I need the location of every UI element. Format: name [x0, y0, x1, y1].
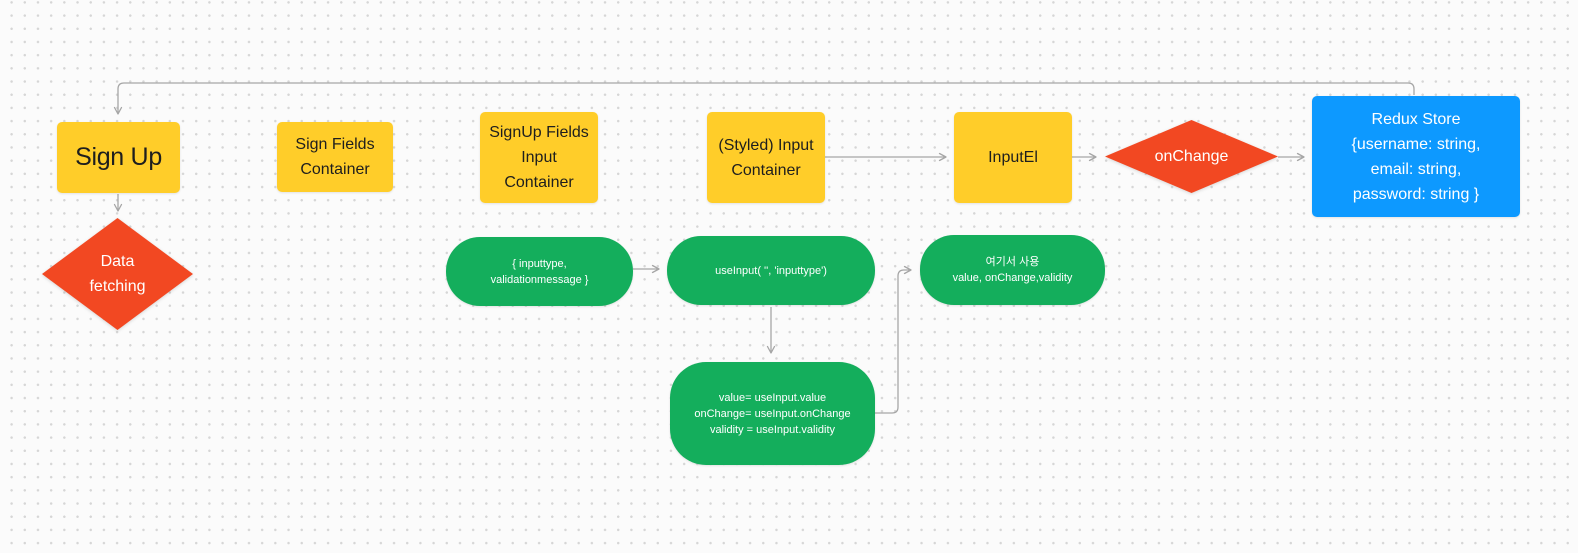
node-label: InputEl [988, 149, 1038, 166]
node-sign-up[interactable]: Sign Up [57, 122, 180, 193]
node-label-line: Container [731, 161, 801, 179]
node-input-el[interactable]: InputEl [954, 112, 1072, 203]
node-label-line: value= useInput.value [718, 391, 827, 404]
node-label-line: 여기서 사용 [985, 256, 1040, 268]
diamond-shape: Data fetching [42, 218, 193, 330]
node-label-line: Container [504, 174, 574, 191]
node-assignments[interactable]: value= useInput.value onChange= useInput… [670, 362, 875, 465]
node-label-line: {username: string, [1351, 135, 1481, 153]
diamond-shape: onChange [1105, 120, 1278, 193]
node-label-line: Sign Fields [295, 136, 375, 153]
node-use-here[interactable]: 여기서 사용 value, onChange,validity [920, 235, 1105, 305]
node-label-line: fetching [89, 278, 146, 295]
node-data-fetching[interactable]: Data fetching [42, 218, 193, 330]
node-sign-fields-container[interactable]: Sign Fields Container [277, 122, 393, 192]
node-redux-store[interactable]: Redux Store {username: string, email: st… [1312, 96, 1520, 217]
node-label-line: Data [100, 253, 135, 270]
node-label-line: validity = useInput.validity [709, 423, 836, 436]
node-label-line: SignUp Fields [489, 124, 589, 141]
node-label-line: onChange= useInput.onChange [694, 407, 851, 420]
node-label-line: (Styled) Input [718, 136, 814, 154]
node-label: Sign Up [75, 143, 162, 171]
node-label-line: Redux Store [1371, 110, 1461, 128]
connector-assignments-to-use-here[interactable] [875, 265, 912, 414]
node-label: onChange [1154, 148, 1229, 165]
node-input-props[interactable]: { inputtype, validationmessage } [446, 237, 633, 306]
node-label-line: password: string } [1352, 185, 1480, 203]
node-label-line: Input [521, 149, 557, 166]
node-label-line: { inputtype, [512, 257, 567, 270]
node-label-line: email: string, [1370, 160, 1462, 178]
node-styled-input-container[interactable]: (Styled) Input Container [707, 112, 825, 203]
node-label-line: Container [300, 161, 370, 178]
node-label-line: value, onChange,validity [952, 272, 1073, 284]
node-label-line: validationmessage } [490, 273, 589, 286]
node-use-input-call[interactable]: useInput( '', 'inputtype') [667, 236, 875, 305]
node-signup-fields-input-container[interactable]: SignUp Fields Input Container [480, 112, 598, 203]
node-on-change[interactable]: onChange [1105, 120, 1278, 193]
node-label: useInput( '', 'inputtype') [715, 264, 827, 277]
connector-redux-store-to-sign-up[interactable] [113, 82, 1415, 115]
